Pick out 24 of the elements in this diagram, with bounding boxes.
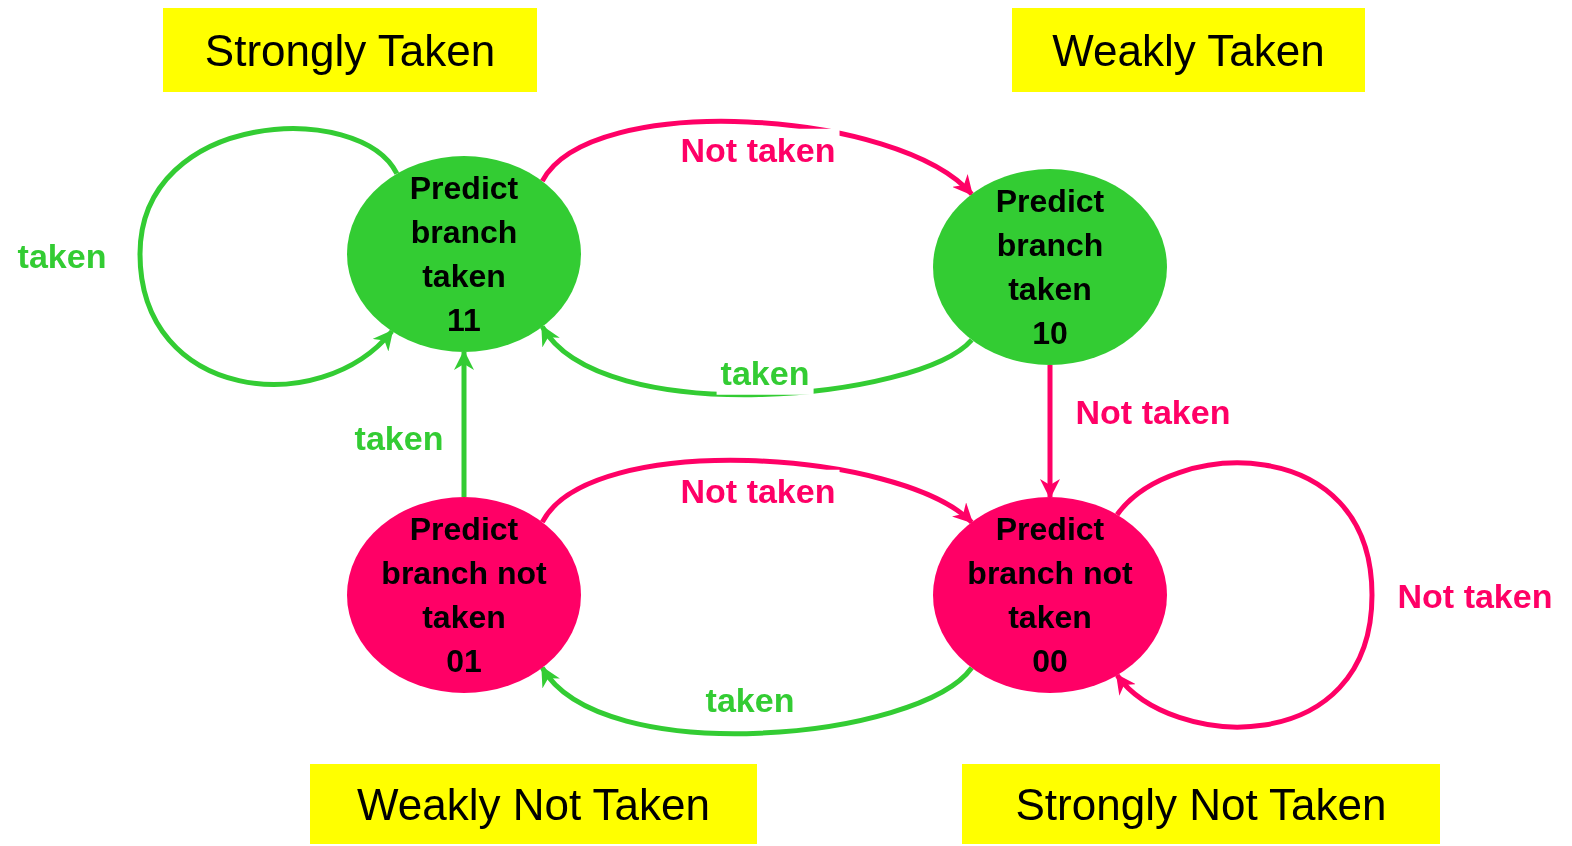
- transition-arrow: [454, 350, 474, 497]
- state-description: Predict branch not taken: [966, 510, 1134, 637]
- transition-arrow: [540, 119, 974, 197]
- state-description: Predict branch taken: [408, 169, 520, 296]
- transition-arrow: [540, 666, 974, 736]
- state-name: Weakly Not Taken: [357, 778, 710, 831]
- state-name-box: [163, 8, 537, 92]
- state-name-box: [1012, 8, 1365, 92]
- state-code: 10: [1031, 314, 1069, 353]
- state-name-box: [310, 764, 757, 844]
- transition-arrow: [540, 458, 974, 525]
- state-name: Strongly Taken: [204, 24, 496, 77]
- state-description: Predict branch taken: [994, 182, 1106, 309]
- state-code: 01: [445, 642, 483, 681]
- state-name: Weakly Taken: [1052, 24, 1325, 77]
- transition-arrow: [1040, 365, 1060, 499]
- state-code: 11: [446, 301, 482, 340]
- state-name-box: [962, 764, 1440, 844]
- state-code: 00: [1031, 642, 1069, 681]
- transition-arrow: [1115, 460, 1375, 730]
- transition-arrow: [540, 325, 974, 398]
- state-description: Predict branch not taken: [380, 510, 548, 637]
- state-name: Strongly Not Taken: [1015, 778, 1387, 831]
- transition-arrow: [137, 126, 399, 387]
